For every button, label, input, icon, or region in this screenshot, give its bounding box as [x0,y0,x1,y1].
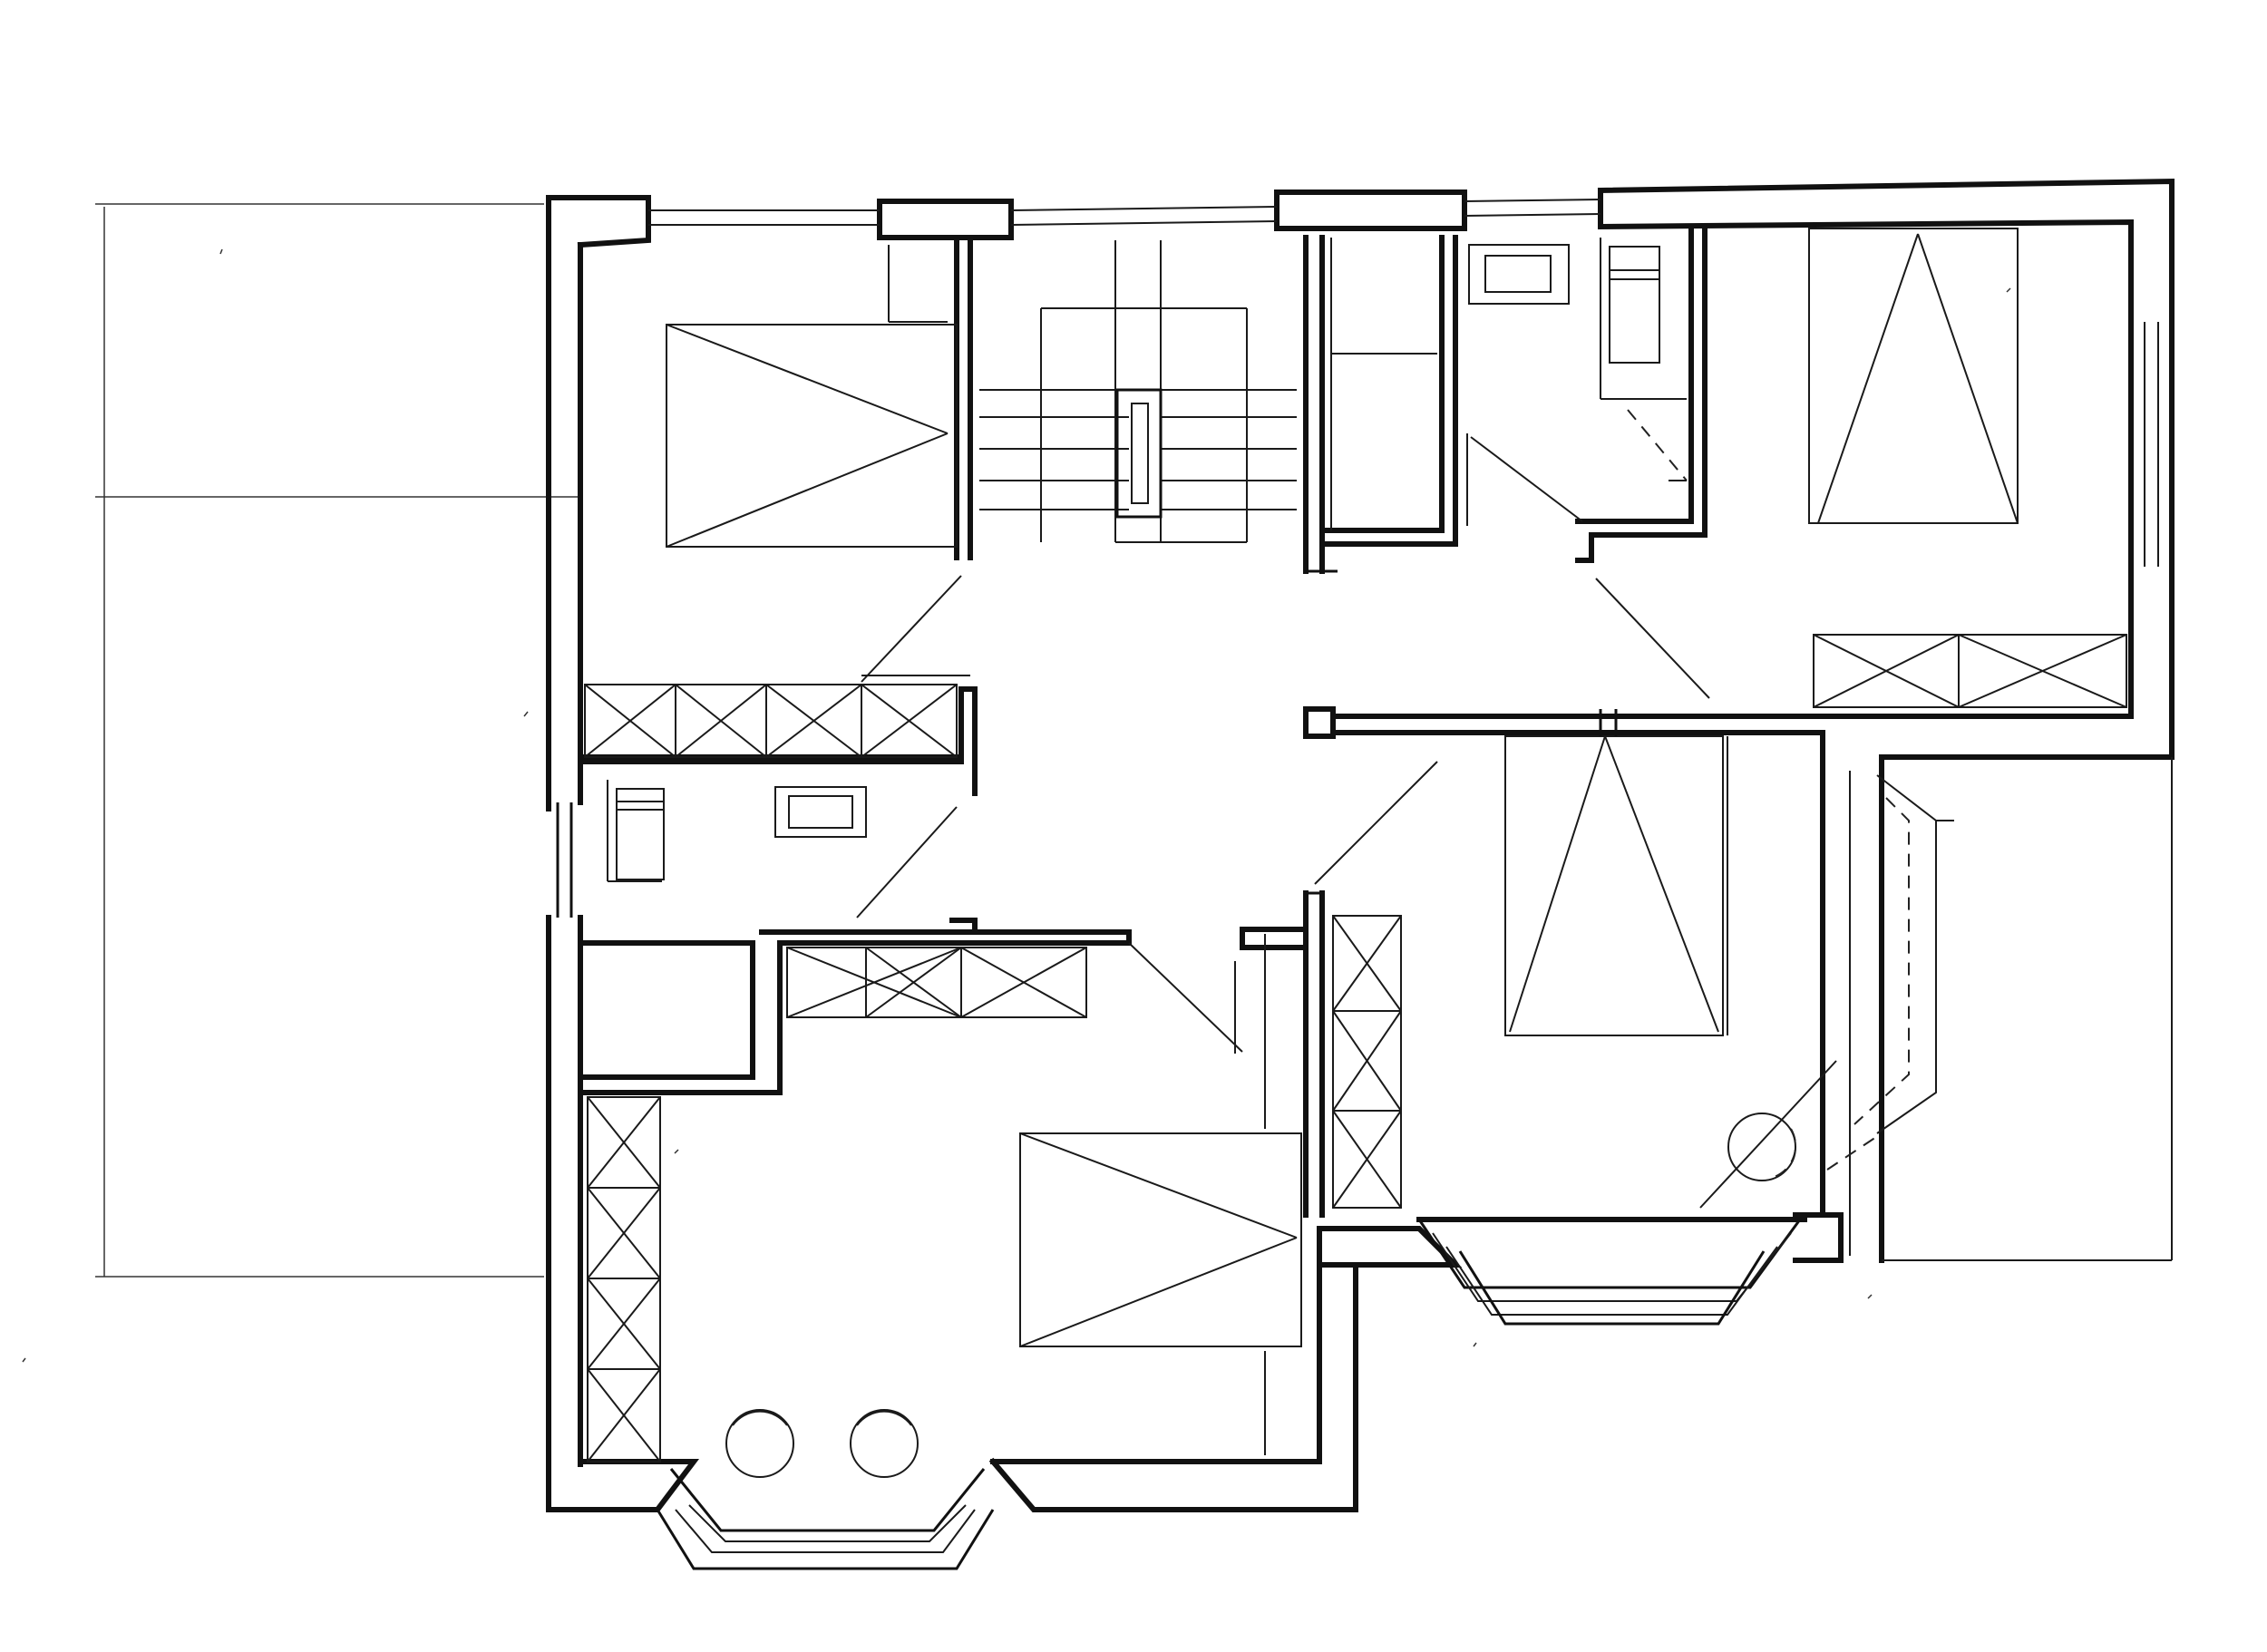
door-swings [856,575,1710,1054]
bed-bottom-left [1019,934,1302,1455]
bed-center-right [1504,709,1728,1036]
right-exterior-bay [1826,774,1954,1171]
wardrobe-left [584,675,970,758]
ink-marks [22,248,2011,1363]
bay-window-bottom-left [656,1468,995,1570]
wardrobe-bathroom-divider [786,947,1087,1018]
chairs-bottom-left [725,1409,919,1478]
staircase [979,240,1297,543]
bathroom-left-fixtures [556,780,867,918]
bathroom-top-fixtures [1466,238,1688,526]
bed-top-right [1808,228,2019,524]
dimension-guides [95,203,580,1278]
wardrobe-center [1332,915,1402,1209]
wardrobe-bottom-left [587,1096,661,1463]
wardrobe-top-right [1813,634,2127,708]
utility-room-top [1330,238,1437,530]
bay-window-bottom-right [1417,1219,1802,1326]
interior-walls [578,224,2134,1256]
chair-center-right [1699,1060,1837,1209]
bed-top-left [666,245,958,548]
exterior-walls [546,178,2175,1512]
